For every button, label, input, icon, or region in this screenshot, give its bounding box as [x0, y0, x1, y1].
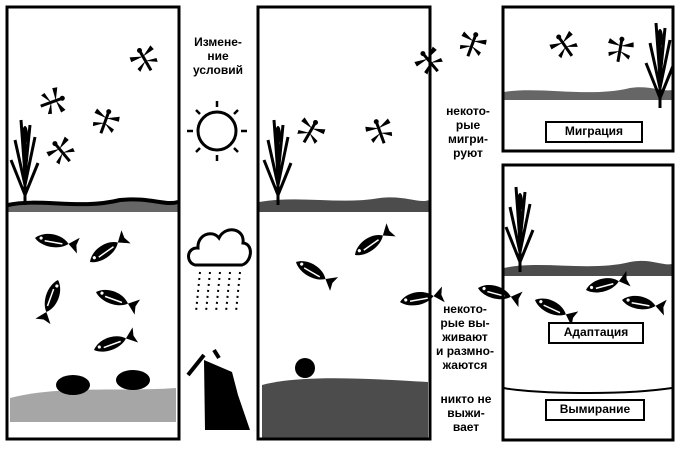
some-migrate-label: некото- рые мигри- руют — [446, 104, 490, 160]
sun-icon — [187, 101, 247, 161]
none-survive-label: никто не выжи- вает — [440, 392, 492, 434]
some-survive-label: некото- рые вы- живают и размно- жаются — [436, 302, 494, 372]
panel-migration — [501, 5, 675, 153]
panel-after-change — [256, 5, 432, 441]
adaptation-label: Адаптация — [548, 322, 644, 344]
eruption-icon — [186, 348, 250, 430]
migration-label: Миграция — [545, 121, 643, 143]
panel-adaptation — [501, 163, 675, 442]
rain-cloud-icon — [187, 228, 252, 313]
extinction-label: Вымирание — [545, 399, 645, 421]
panel-initial — [5, 5, 181, 441]
condition-change-label: Измене- ние условий — [193, 35, 243, 77]
